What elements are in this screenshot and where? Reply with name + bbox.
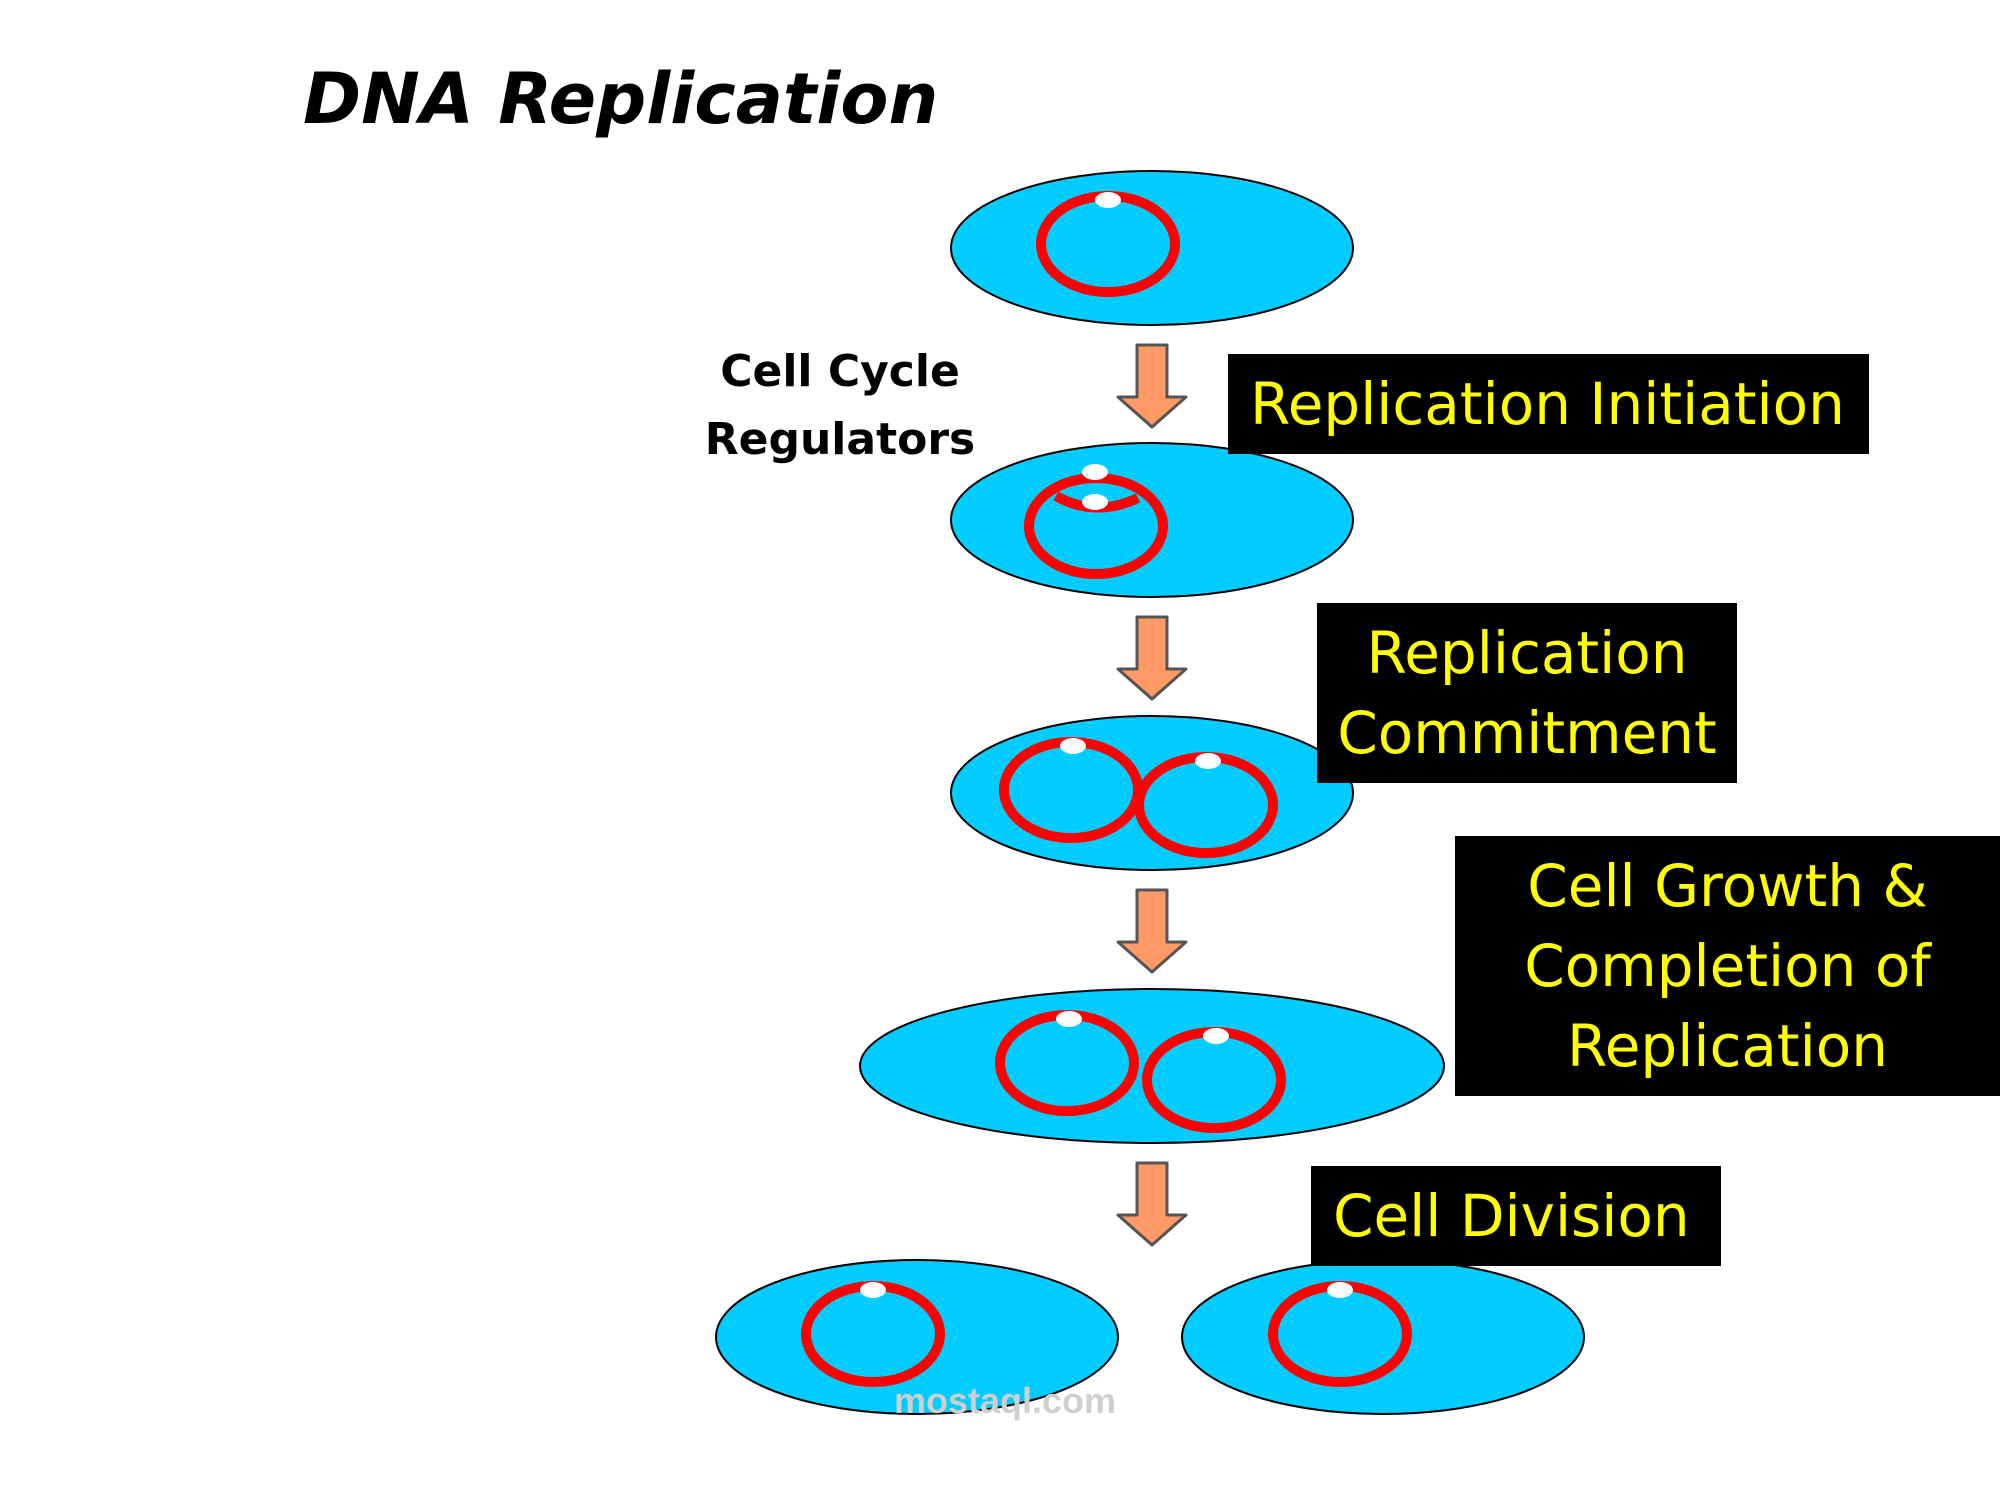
stage-label-replication-commitment: Replication Commitment: [1317, 603, 1737, 783]
cell-stage-1: [950, 170, 1354, 326]
replication-fork-2: [1082, 494, 1108, 510]
daughter-cell-left: [715, 1259, 1119, 1415]
cell-stage-2: [950, 442, 1354, 598]
cell-body: [715, 1259, 1119, 1415]
stage-label-line-3: Replication: [1567, 1012, 1888, 1080]
cell-stage-4: [859, 988, 1445, 1144]
replication-origin: [860, 1282, 886, 1298]
replication-origin-2: [1195, 753, 1221, 769]
replication-origin: [1327, 1282, 1353, 1298]
stage-label-replication-initiation: Replication Initiation: [1228, 354, 1869, 454]
replication-fork-1: [1082, 464, 1108, 480]
replication-origin: [1095, 192, 1121, 208]
stage-label-line-1: Replication Initiation: [1250, 370, 1845, 438]
daughter-cell-right: [1181, 1259, 1585, 1415]
cell-body: [950, 715, 1354, 871]
regulators-line-2: Regulators: [704, 414, 976, 465]
arrow-1: [1116, 343, 1188, 429]
stage-label-line-1: Cell Growth &: [1527, 852, 1928, 920]
diagram-title: DNA Replication: [303, 58, 939, 140]
stage-label-line-2: Completion of: [1524, 932, 1931, 1000]
cell-stage-3: [950, 715, 1354, 871]
cell-body: [950, 442, 1354, 598]
replication-origin-1: [1060, 738, 1086, 754]
stage-label-line-2: Commitment: [1337, 699, 1717, 767]
stage-label-line-1: Replication: [1366, 619, 1688, 687]
arrow-2: [1116, 615, 1188, 701]
replication-origin-1: [1056, 1011, 1082, 1027]
arrow-4: [1116, 1161, 1188, 1247]
cell-body: [1181, 1259, 1585, 1415]
regulators-line-1: Cell Cycle: [720, 346, 960, 397]
stage-label-cell-division: Cell Division: [1311, 1166, 1721, 1266]
cell-body: [950, 170, 1354, 326]
replication-origin-2: [1203, 1028, 1229, 1044]
arrow-3: [1116, 888, 1188, 974]
cell-cycle-regulators-label: Cell Cycle Regulators: [700, 338, 980, 474]
stage-label-cell-growth: Cell Growth & Completion of Replication: [1455, 836, 2000, 1096]
stage-label-line-1: Cell Division: [1333, 1182, 1690, 1250]
watermark: mostaql.com: [893, 1380, 1117, 1421]
